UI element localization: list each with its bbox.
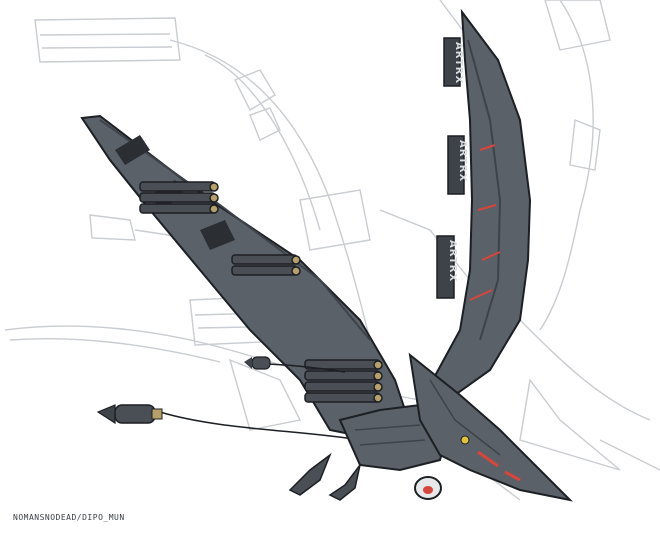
wing-sign-bottom: ARTRX xyxy=(436,235,458,299)
rocket-pod-upper xyxy=(139,181,219,214)
mouth xyxy=(414,476,442,500)
artist-credit: NOMANSNODEAD/DIPO_MUN xyxy=(13,513,125,522)
svg-text:ARTRX: ARTRX xyxy=(447,240,458,282)
bomb-small xyxy=(244,356,271,370)
svg-text:ARTRX: ARTRX xyxy=(453,42,464,84)
rocket-pod-middle xyxy=(231,254,301,276)
head xyxy=(408,352,574,502)
rocket-pod-lower xyxy=(304,359,383,403)
svg-text:ARTRX: ARTRX xyxy=(457,140,468,182)
tow-cables xyxy=(159,363,361,441)
wing-sign-top: ARTRX xyxy=(443,37,464,87)
wing-sign-middle: ARTRX xyxy=(447,135,468,195)
legs xyxy=(288,452,361,501)
bomb-left xyxy=(96,404,163,425)
